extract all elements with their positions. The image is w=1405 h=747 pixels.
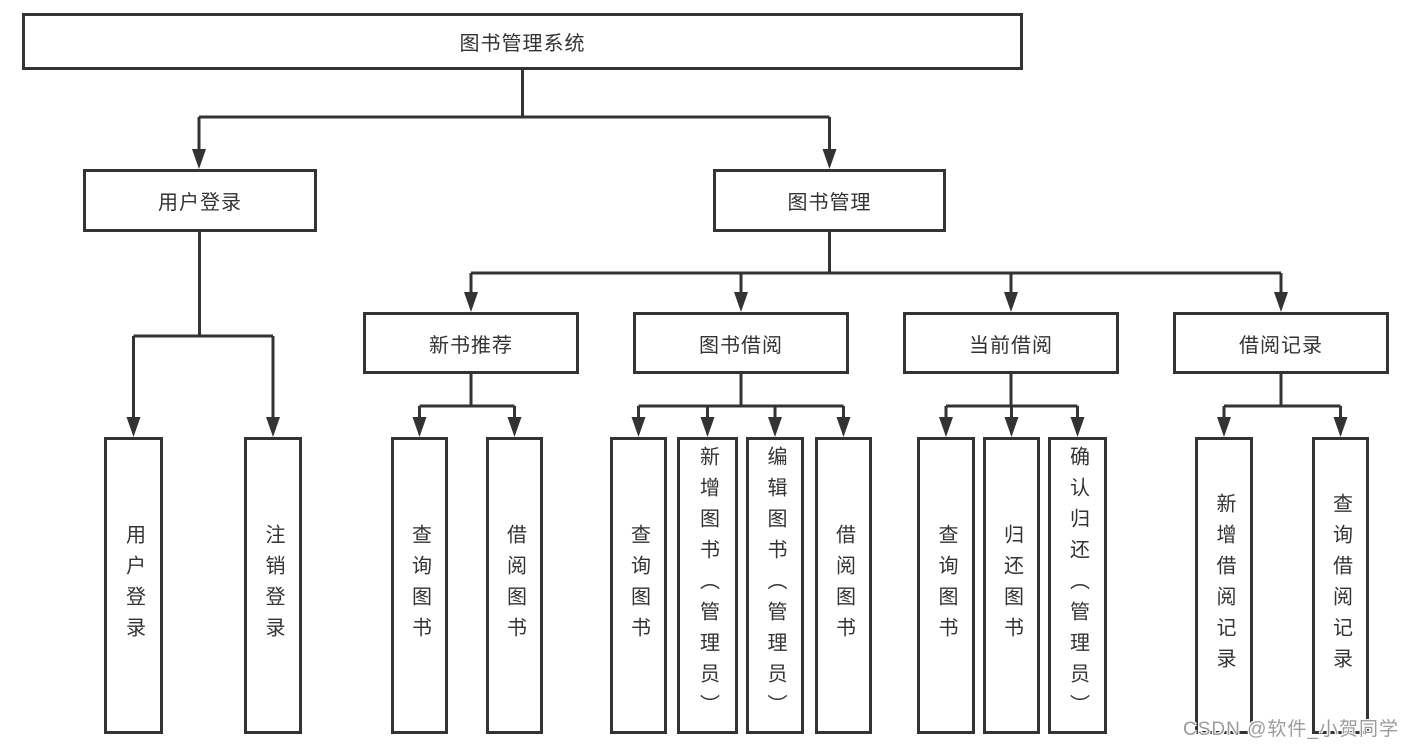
leaf-recommend-query-book: 查询图书 [391, 437, 448, 734]
node-label: 新书推荐 [429, 334, 513, 357]
watermark-text: CSDN @软件_小贺同学 [1183, 719, 1399, 740]
node-book-management: 图书管理 [713, 169, 946, 232]
node-label: 图书管理 [787, 192, 872, 214]
leaf-label: 用户登录 [122, 523, 145, 648]
leaf-borrow-add-book-admin: 新增图书（管理员） [677, 437, 738, 734]
leaf-label: 查询图书 [627, 523, 650, 648]
leaf-label: 查询图书 [408, 523, 431, 648]
node-label: 当前借阅 [969, 334, 1053, 357]
leaf-recommend-borrow-book: 借阅图书 [486, 437, 543, 734]
leaf-user-login: 用户登录 [104, 437, 163, 734]
leaf-record-add-borrow-record: 新增借阅记录 [1195, 437, 1253, 734]
node-label: 用户登录 [158, 192, 242, 214]
leaf-logout: 注销登录 [244, 437, 302, 734]
arrowheads [126, 149, 1348, 437]
leaf-borrow-query-book: 查询图书 [610, 437, 667, 734]
node-borrow-record: 借阅记录 [1173, 312, 1389, 374]
leaf-label: 借阅图书 [832, 523, 855, 648]
leaf-label: 新增借阅记录 [1213, 492, 1235, 679]
node-label: 图书借阅 [699, 334, 783, 357]
leaf-label: 查询借阅记录 [1329, 492, 1352, 679]
leaf-label: 注销登录 [262, 523, 284, 648]
leaf-label: 查询图书 [935, 523, 957, 648]
leaf-borrow-edit-book-admin: 编辑图书（管理员） [746, 437, 804, 734]
leaf-label: 归还图书 [1000, 523, 1023, 648]
leaf-borrow-borrow-book: 借阅图书 [815, 437, 872, 734]
leaf-record-query-borrow-record: 查询借阅记录 [1312, 437, 1369, 734]
node-library-system: 图书管理系统 [22, 13, 1023, 70]
node-book-borrow: 图书借阅 [633, 312, 849, 374]
leaf-current-confirm-return-admin: 确认归还（管理员） [1048, 437, 1107, 734]
leaf-current-query-book: 查询图书 [917, 437, 975, 734]
connector-lines [132, 70, 1342, 423]
node-user-login: 用户登录 [83, 169, 317, 232]
leaf-label: 新增图书（管理员） [696, 446, 719, 725]
node-new-book-recommend: 新书推荐 [363, 312, 579, 374]
leaf-label: 借阅图书 [503, 523, 526, 648]
leaf-current-return-book: 归还图书 [983, 437, 1040, 734]
node-current-borrow: 当前借阅 [903, 312, 1119, 374]
node-label: 图书管理系统 [459, 33, 586, 55]
leaf-label: 编辑图书（管理员） [764, 446, 786, 725]
node-label: 借阅记录 [1239, 334, 1323, 357]
leaf-label: 确认归还（管理员） [1066, 446, 1089, 725]
